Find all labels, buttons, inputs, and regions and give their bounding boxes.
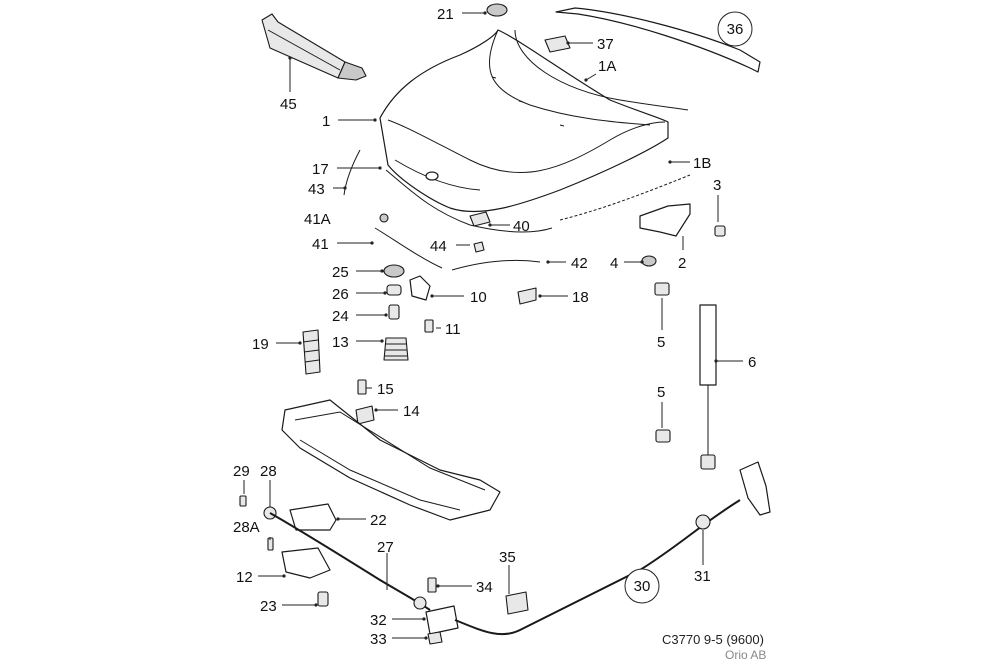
callout-22: 22: [370, 512, 387, 529]
callout-1: 1: [322, 113, 330, 130]
callout-28A: 28A: [233, 519, 260, 536]
callout-31: 31: [694, 568, 711, 585]
callout-28: 28: [260, 463, 277, 480]
plug-cap-part: [486, 3, 508, 17]
callout-35: 35: [499, 549, 516, 566]
callout-30: 30: [634, 578, 651, 595]
callout-10: 10: [470, 289, 487, 306]
callout-41A: 41A: [304, 211, 331, 228]
callout-24: 24: [332, 308, 349, 325]
callout-21: 21: [437, 6, 454, 23]
cable-clip-parts: [425, 577, 529, 645]
hinge-bracket-part: [639, 203, 691, 237]
callout-5-lower: 5: [657, 384, 665, 401]
callout-15: 15: [377, 381, 394, 398]
hood-edge-seals-part: [374, 169, 691, 271]
callout-33: 33: [370, 631, 387, 648]
lock-assembly-part: [239, 495, 337, 607]
leader-lines: [243, 11, 743, 640]
callout-26: 26: [332, 286, 349, 303]
callout-12: 12: [236, 569, 253, 586]
maker-credit: Orio AB: [725, 648, 767, 662]
callout-25: 25: [332, 264, 349, 281]
pin-and-clip-part: [355, 379, 375, 425]
callout-42: 42: [571, 255, 588, 272]
callout-2: 2: [678, 255, 686, 272]
hood-seal-strip-part: [544, 7, 761, 73]
callout-18: 18: [572, 289, 589, 306]
callout-36: 36: [727, 21, 744, 38]
callout-17: 17: [312, 161, 329, 178]
callout-circle-36: [717, 11, 753, 47]
bellows-part: [302, 329, 321, 375]
nut-part: [641, 255, 657, 267]
drawing-number: C3770 9-5 (9600): [662, 632, 764, 647]
callout-13: 13: [332, 334, 349, 351]
callout-23: 23: [260, 598, 277, 615]
callout-14: 14: [403, 403, 420, 420]
callout-27: 27: [377, 539, 394, 556]
side-rubber-strip-part: [343, 149, 361, 196]
callout-32: 32: [370, 612, 387, 629]
front-seal-part: [514, 29, 689, 111]
callout-41: 41: [312, 236, 329, 253]
gas-strut-part: [654, 282, 717, 470]
callout-circle-30: [624, 568, 660, 604]
buffer-stack-part: [383, 264, 409, 361]
callout-5-upper: 5: [657, 334, 665, 351]
callout-43: 43: [308, 181, 325, 198]
callout-40: 40: [513, 218, 530, 235]
callout-1A: 1A: [598, 58, 616, 75]
callout-6: 6: [748, 354, 756, 371]
release-handle-part: [739, 461, 771, 516]
sealant-tube-part: [261, 13, 367, 81]
callout-4: 4: [610, 255, 618, 272]
callout-34: 34: [476, 579, 493, 596]
release-cable-part: [269, 499, 741, 636]
hinge-bolt-part: [714, 225, 726, 237]
lock-bracket-part: [409, 275, 431, 301]
front-cross-member-part: [281, 399, 501, 521]
screw-part: [424, 319, 434, 333]
callout-29: 29: [233, 463, 250, 480]
clip-part: [517, 287, 537, 305]
callout-45: 45: [280, 96, 297, 113]
small-bolt-part: [473, 241, 485, 253]
callout-44: 44: [430, 238, 447, 255]
callout-1B: 1B: [693, 155, 711, 172]
callout-3: 3: [713, 177, 721, 194]
callout-37: 37: [597, 36, 614, 53]
callout-19: 19: [252, 336, 269, 353]
hood-panel-part: [379, 29, 669, 213]
callout-11: 11: [445, 321, 461, 338]
